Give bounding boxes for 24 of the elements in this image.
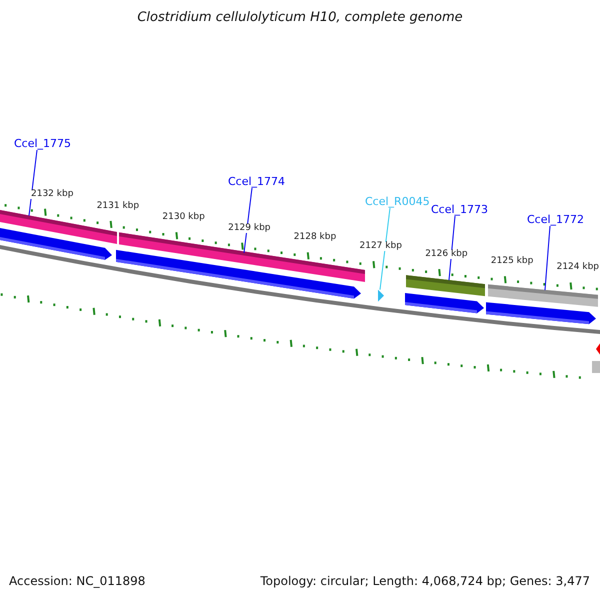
scale-label: 2125 kbp: [490, 257, 534, 266]
scale-label: 2124 kbp: [556, 263, 600, 272]
leader-line: [448, 216, 456, 281]
scale-label: 2126 kbp: [424, 250, 469, 260]
gene-label: Ccel_1772: [527, 214, 584, 225]
leader-line: [28, 150, 38, 216]
gene-label: Ccel_1775: [14, 138, 72, 149]
gene-label: Ccel_1774: [228, 176, 286, 187]
footer-text: Accession: NC_011898: [9, 575, 146, 587]
leader-line: [380, 208, 390, 290]
feature-bar: [406, 275, 485, 296]
scale-label: 2127 kbp: [358, 242, 403, 252]
feature-bar: [488, 284, 598, 307]
gene-label: Ccel_R0045: [365, 196, 430, 207]
scale-label: 2129 kbp: [227, 224, 272, 233]
title: Clostridium cellulolyticum H10, complete genome: [136, 11, 464, 24]
gene-label: Ccel_1773: [431, 204, 488, 215]
footer-text: Topology: circular; Length: 4,068,724 bp; Genes: 3,477: [260, 575, 590, 587]
feature-bar: [0, 209, 117, 244]
scale-label: 2130 kbp: [161, 213, 206, 222]
scale-label: 2132 kbp: [30, 190, 74, 199]
scale-label: 2131 kbp: [96, 202, 140, 211]
scale-label: 2128 kbp: [292, 233, 338, 242]
feature-triangle: [378, 290, 384, 302]
